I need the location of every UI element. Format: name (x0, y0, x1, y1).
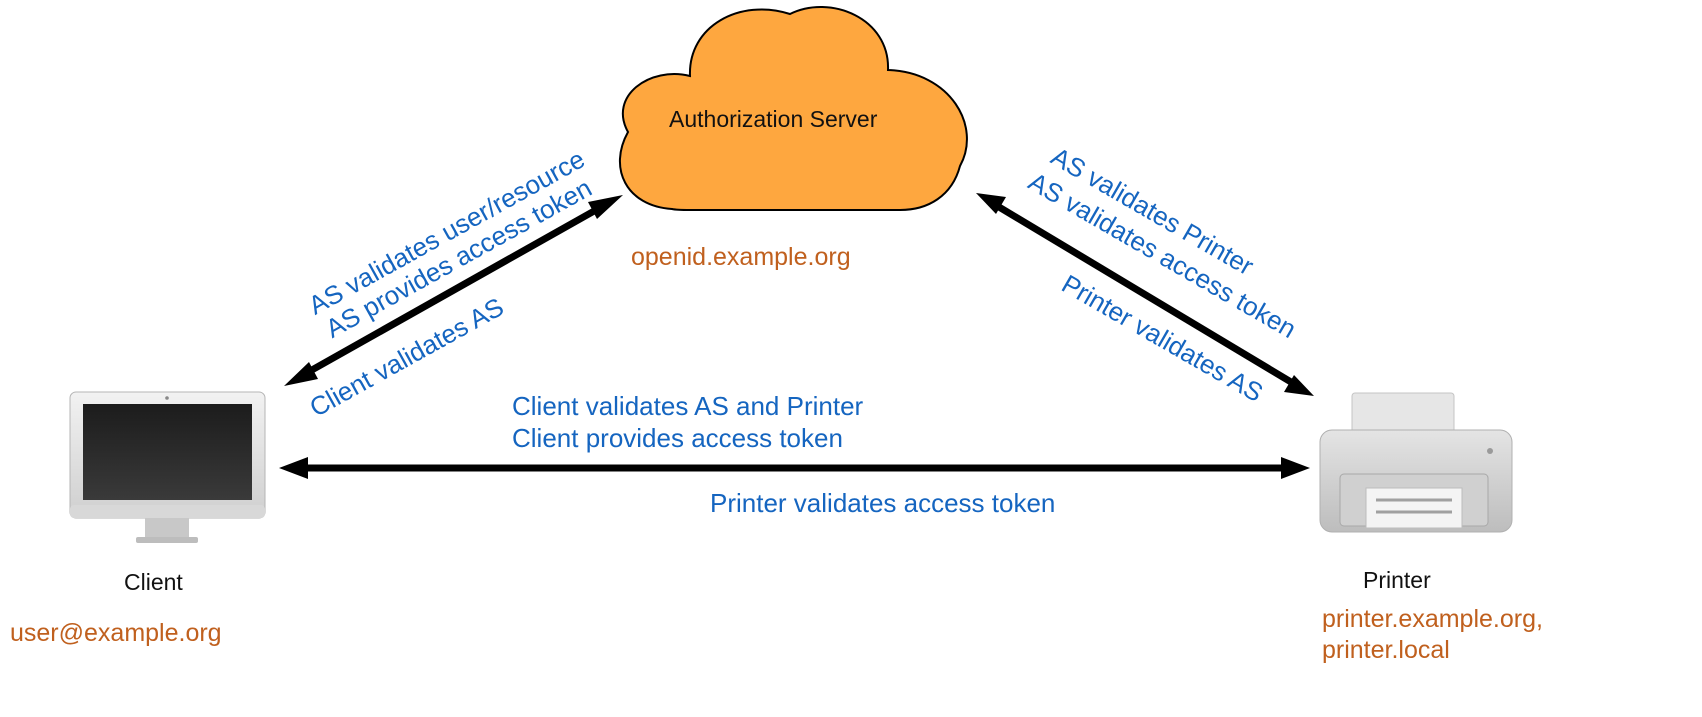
edge-client-printer-line2: Client provides access token (512, 423, 843, 453)
server-host: openid.example.org (631, 243, 851, 271)
cloud-icon (618, 5, 968, 211)
edge-client-printer-line3: Printer validates access token (710, 488, 1056, 518)
monitor-icon (69, 391, 266, 543)
printer-icon (1319, 392, 1513, 533)
client-host: user@example.org (10, 619, 222, 647)
arrow-client-server (284, 195, 623, 386)
printer-host-line2: printer.local (1322, 636, 1450, 664)
printer-name: Printer (1363, 567, 1431, 593)
arrow-server-printer (976, 193, 1314, 396)
edge-client-printer-line1: Client validates AS and Printer (512, 391, 864, 421)
server-name: Authorization Server (669, 106, 878, 132)
printer-host-line1: printer.example.org, (1322, 605, 1543, 633)
arrow-client-printer (279, 457, 1310, 479)
client-name: Client (124, 569, 183, 595)
